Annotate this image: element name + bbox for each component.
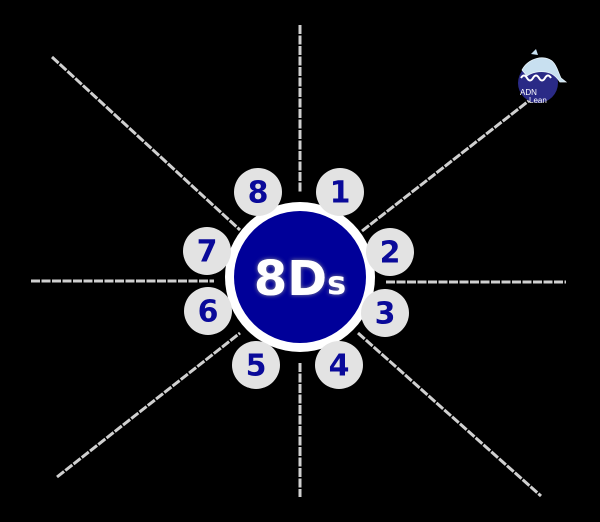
hub-title: 8Ds	[254, 251, 346, 307]
step-4-circle	[315, 341, 363, 389]
step-7-circle	[183, 227, 231, 275]
step-2-label: 2	[380, 236, 401, 271]
spokes	[31, 25, 566, 498]
adn-lean-logo: ADN Lean	[518, 49, 568, 105]
step-8-circle	[234, 168, 282, 216]
step-5[interactable]: 5	[232, 341, 280, 389]
hub: 8Ds	[225, 202, 375, 352]
hub-title-main: 8D	[254, 251, 327, 307]
step-8-label: 8	[248, 176, 269, 211]
hub-core	[234, 211, 366, 343]
step-6-circle	[184, 287, 232, 335]
step-2[interactable]: 2	[366, 228, 414, 276]
step-2-circle	[366, 228, 414, 276]
step-7-label: 7	[197, 235, 218, 270]
step-1[interactable]: 1	[316, 168, 364, 216]
logo-line2: Lean	[529, 96, 547, 105]
step-4[interactable]: 4	[315, 341, 363, 389]
step-7[interactable]: 7	[183, 227, 231, 275]
spoke-bottom-right	[357, 331, 542, 498]
spoke-bottom-left	[56, 331, 241, 479]
step-6-label: 6	[198, 295, 219, 330]
step-1-circle	[316, 168, 364, 216]
logo-line1: ADN	[520, 88, 537, 97]
hub-title-suffix: s	[327, 264, 346, 302]
step-3-circle	[361, 289, 409, 337]
step-3-label: 3	[375, 297, 396, 332]
step-1-label: 1	[330, 176, 351, 211]
step-5-circle	[232, 341, 280, 389]
spoke-top-right	[361, 94, 536, 233]
step-3[interactable]: 3	[361, 289, 409, 337]
step-4-label: 4	[329, 349, 350, 384]
spoke-top-left	[50, 55, 242, 232]
step-6[interactable]: 6	[184, 287, 232, 335]
step-8[interactable]: 8	[234, 168, 282, 216]
step-5-label: 5	[246, 349, 267, 384]
dolphin-wave-icon	[520, 49, 568, 83]
